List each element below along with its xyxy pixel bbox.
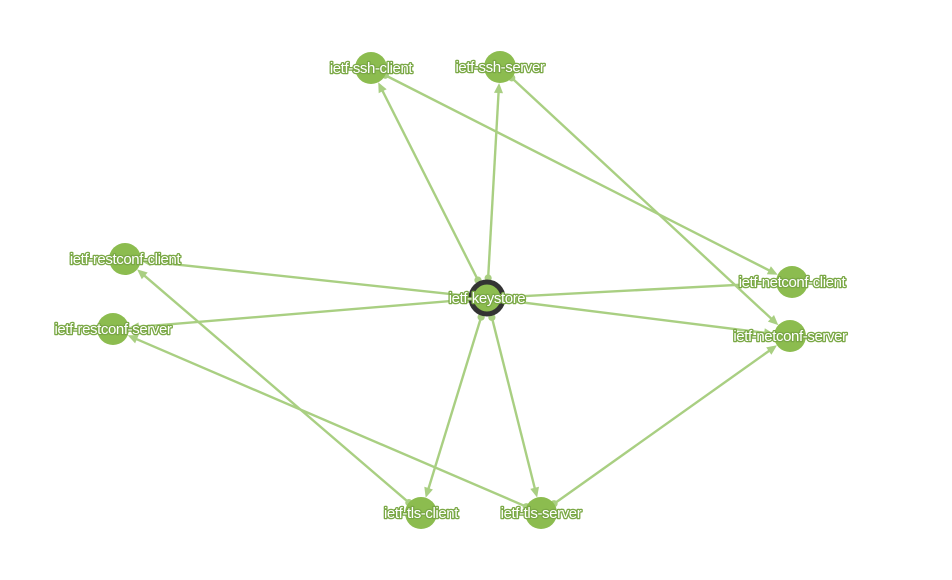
- edge-ietf-keystore-to-ietf-ssh-server: [484, 83, 503, 282]
- edge-ietf-keystore-to-ietf-restconf-server: [128, 296, 471, 332]
- node-label: ietf-netconf-client: [739, 274, 847, 291]
- edge-ietf-tls-client-to-ietf-restconf-client: [137, 269, 413, 507]
- node-circle[interactable]: [525, 497, 557, 529]
- node-label: ietf-ssh-server: [455, 59, 544, 76]
- node-ietf-tls-client[interactable]: ietf-tls-client: [383, 497, 461, 529]
- node-label: ietf-keystore: [449, 290, 526, 307]
- node-ietf-restconf-client[interactable]: ietf-restconf-client: [69, 243, 183, 275]
- edge-ietf-keystore-to-ietf-tls-client: [424, 313, 485, 498]
- edge-ietf-keystore-to-ietf-netconf-server: [503, 296, 775, 338]
- node-ietf-ssh-client[interactable]: ietf-ssh-client: [329, 52, 415, 84]
- edge-arrowhead: [494, 83, 503, 94]
- node-label: ietf-restconf-client: [70, 251, 182, 268]
- edge-line: [140, 272, 410, 504]
- edge-arrowhead: [137, 269, 148, 280]
- node-circle[interactable]: [468, 279, 506, 317]
- edge-arrowhead: [530, 486, 539, 498]
- node-ietf-tls-server[interactable]: ietf-tls-server: [499, 497, 583, 529]
- edge-ietf-tls-server-to-ietf-restconf-server: [127, 335, 530, 511]
- edge-ietf-keystore-to-ietf-tls-server: [488, 313, 539, 498]
- edge-line: [486, 88, 500, 279]
- node-ietf-restconf-server[interactable]: ietf-restconf-server: [53, 313, 174, 345]
- edge-arrowhead: [766, 266, 778, 275]
- edge-ietf-ssh-client-to-ietf-netconf-client: [381, 71, 778, 275]
- edge-line: [506, 299, 769, 335]
- edge-ietf-ssh-server-to-ietf-netconf-server: [508, 74, 779, 326]
- edge-line: [379, 87, 480, 281]
- edge-line: [510, 77, 775, 322]
- edge-arrowhead: [767, 315, 779, 326]
- edge-line: [384, 74, 773, 274]
- edge-line: [490, 317, 537, 492]
- edge-ietf-keystore-to-ietf-netconf-client: [503, 278, 776, 301]
- edge-arrowhead: [765, 278, 776, 288]
- node-circle[interactable]: [109, 243, 141, 275]
- node-circle[interactable]: [484, 51, 516, 83]
- edges-layer: [127, 71, 779, 511]
- node-label: ietf-ssh-client: [330, 60, 414, 77]
- edge-line: [132, 336, 527, 508]
- node-ietf-ssh-server[interactable]: ietf-ssh-server: [454, 51, 547, 83]
- edge-line: [146, 260, 468, 298]
- edge-ietf-tls-server-to-ietf-netconf-server: [550, 345, 777, 508]
- edge-arrowhead: [766, 345, 777, 355]
- node-circle[interactable]: [97, 313, 129, 345]
- edge-arrowhead: [763, 328, 775, 338]
- edge-line: [506, 281, 771, 299]
- node-label: ietf-restconf-server: [54, 321, 171, 338]
- edge-arrowhead: [378, 82, 387, 94]
- node-circle[interactable]: [405, 497, 437, 529]
- edge-line: [553, 347, 773, 505]
- node-circle[interactable]: [774, 320, 806, 352]
- edge-line: [426, 316, 483, 493]
- node-ietf-netconf-client[interactable]: ietf-netconf-client: [737, 266, 848, 298]
- node-ietf-keystore[interactable]: ietf-keystore: [447, 279, 527, 317]
- edge-ietf-keystore-to-ietf-restconf-client: [140, 257, 471, 300]
- edge-arrowhead: [424, 486, 433, 498]
- edge-ietf-keystore-to-ietf-ssh-client: [378, 82, 482, 284]
- nodes-layer: ietf-keystore ietf-ssh-client ietf-ssh-ser…: [53, 51, 849, 529]
- edge-arrowhead: [128, 322, 140, 332]
- edge-arrowhead: [127, 335, 139, 344]
- node-circle[interactable]: [776, 266, 808, 298]
- node-label: ietf-tls-client: [384, 505, 459, 522]
- node-label: ietf-tls-server: [501, 505, 582, 522]
- node-circle[interactable]: [355, 52, 387, 84]
- edge-line: [134, 298, 468, 329]
- node-ietf-netconf-server[interactable]: ietf-netconf-server: [732, 320, 849, 352]
- node-label: ietf-netconf-server: [733, 328, 847, 345]
- edge-arrowhead: [140, 257, 152, 267]
